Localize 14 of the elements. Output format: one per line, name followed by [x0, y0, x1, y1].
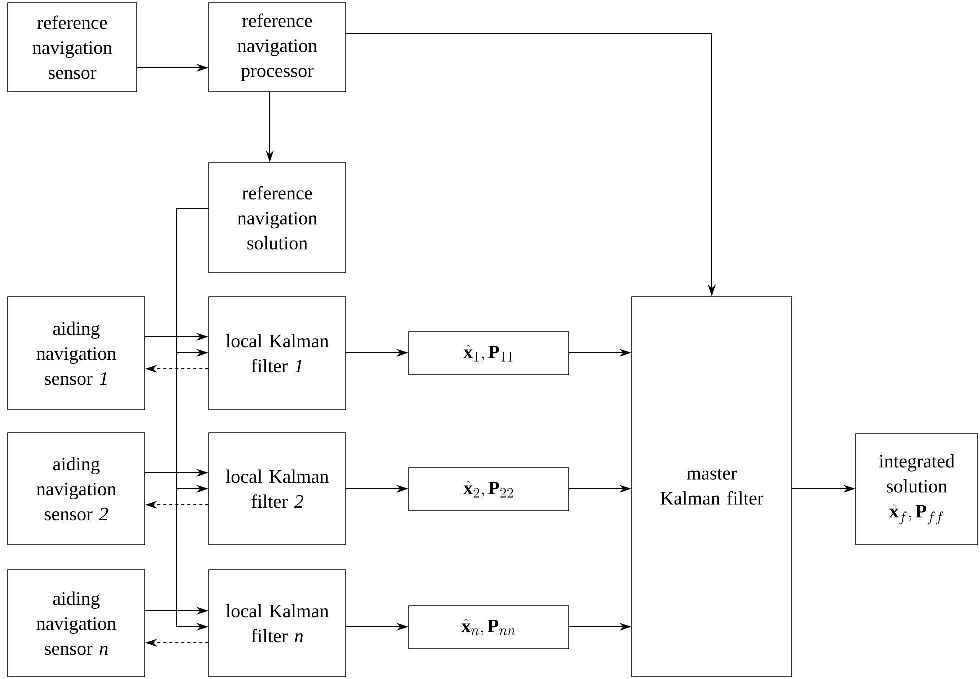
solution-box: reference navigation solution — [208, 162, 346, 274]
estimate-box: $\hat{\mathbf{x}}_1, \mathbf{P}_{11}$ — [408, 332, 570, 376]
filter-box: local Kalman filter 2 — [208, 432, 346, 546]
solution-box: integrated solution $\hat{\mathbf{x}}_f, \mathbf{P}_{ff}$ — [856, 434, 978, 546]
ref-box: reference navigation sensor — [8, 2, 138, 92]
filter-box: local Kalman filter 1 — [208, 296, 346, 410]
sensor-box: aiding navigation sensor n — [8, 570, 146, 678]
sensor-box: aiding navigation sensor 1 — [8, 296, 146, 410]
sensor-box: aiding navigation sensor 2 — [8, 432, 146, 546]
filter-box: local Kalman filter n — [208, 570, 346, 678]
master-filter-box: master Kalman filter — [632, 296, 792, 678]
estimate-box: $\hat{\mathbf{x}}_2, \mathbf{P}_{22}$ — [408, 468, 570, 512]
processor-box: reference navigation processor — [208, 2, 346, 92]
estimate-box: $\hat{\mathbf{x}}_n, \mathbf{P}_{nn}$ — [408, 606, 570, 650]
